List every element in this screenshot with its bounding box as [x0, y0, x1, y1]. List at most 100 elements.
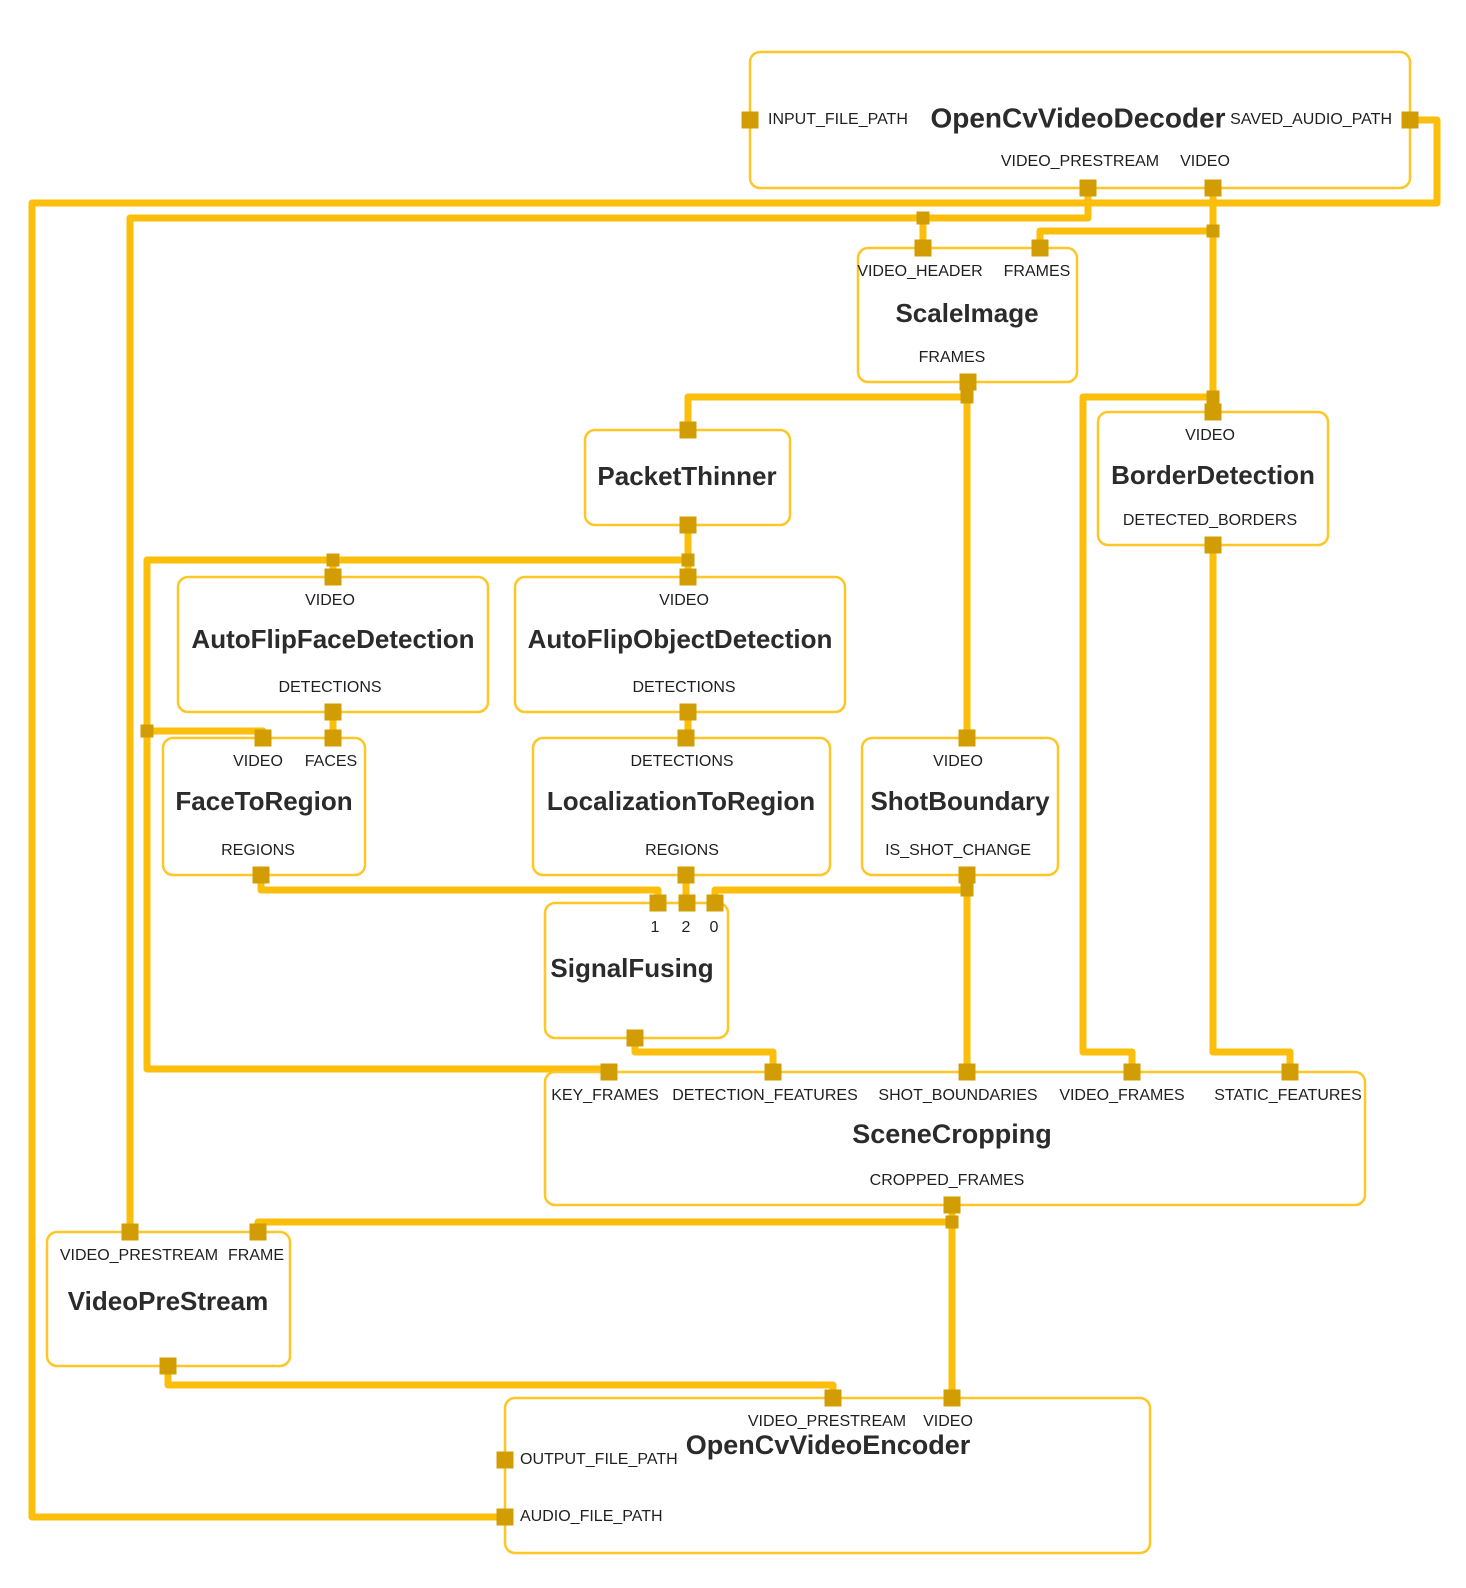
port-label-scene-cropping-video_frames: VIDEO_FRAMES: [1059, 1087, 1184, 1104]
port-label-border-detection-video: VIDEO: [1185, 427, 1235, 444]
port-label-opencv-video-encoder-output_file_path: OUTPUT_FILE_PATH: [520, 1451, 678, 1468]
port-label-autoflip-face-detection-detections: DETECTIONS: [278, 679, 381, 696]
port-opencv-video-decoder-input_file_path: [741, 111, 759, 129]
port-label-border-detection-detected_borders: DETECTED_BORDERS: [1123, 512, 1297, 529]
port-shot-boundary-video: [958, 729, 976, 747]
node-title-signal-fusing: SignalFusing: [550, 953, 713, 983]
edge-frames-to-packet-thinner: [684, 393, 967, 430]
port-autoflip-object-detection-video: [679, 568, 697, 586]
port-label-video-pre-stream-frame: FRAME: [228, 1247, 284, 1264]
edge-junction: [1206, 224, 1220, 238]
port-label-scene-cropping-detection_features: DETECTION_FEATURES: [672, 1087, 858, 1104]
port-label-opencv-video-decoder-saved_audio_path: SAVED_AUDIO_PATH: [1230, 111, 1392, 128]
node-title-scale-image: ScaleImage: [895, 298, 1038, 328]
edge-video-prestream-to-videoprestream: [126, 188, 1092, 1232]
port-label-scene-cropping-shot_boundaries: SHOT_BOUNDARIES: [878, 1087, 1037, 1104]
port-label-signal-fusing-2: 2: [682, 919, 691, 936]
port-opencv-video-encoder-audio_file_path: [496, 1508, 514, 1526]
port-opencv-video-encoder-video: [943, 1389, 961, 1407]
edge-detected-borders-to-static-features: [1209, 545, 1294, 1072]
node-localization-to-region[interactable]: LocalizationToRegion DETECTIONS REGIONS: [531, 729, 832, 884]
port-label-scene-cropping-static_features: STATIC_FEATURES: [1214, 1087, 1362, 1104]
port-label-signal-fusing-1: 1: [651, 919, 660, 936]
node-title-packet-thinner: PacketThinner: [597, 461, 776, 491]
port-label-face-to-region-faces: FACES: [305, 753, 357, 770]
port-shot-boundary-is_shot_change: [958, 866, 976, 884]
node-packet-thinner[interactable]: PacketThinner: [583, 421, 792, 534]
port-label-autoflip-object-detection-detections: DETECTIONS: [632, 679, 735, 696]
port-packet-thinner-out: [679, 516, 697, 534]
port-opencv-video-encoder-output_file_path: [496, 1451, 514, 1469]
port-label-opencv-video-decoder-video: VIDEO: [1180, 153, 1230, 170]
port-label-localization-to-region-detections: DETECTIONS: [630, 753, 733, 770]
edge-junction: [916, 211, 930, 225]
node-title-autoflip-face-detection: AutoFlipFaceDetection: [191, 624, 474, 654]
port-packet-thinner-out: [679, 421, 697, 439]
port-localization-to-region-detections: [677, 729, 695, 747]
port-label-scene-cropping-key_frames: KEY_FRAMES: [551, 1087, 659, 1104]
port-label-autoflip-face-detection-video: VIDEO: [305, 592, 355, 609]
port-autoflip-object-detection-detections: [679, 703, 697, 721]
port-scene-cropping-static_features: [1281, 1063, 1299, 1081]
port-opencv-video-decoder-video: [1204, 179, 1222, 197]
node-signal-fusing[interactable]: SignalFusing 1 2 0: [543, 894, 730, 1047]
port-border-detection-video: [1204, 403, 1222, 421]
port-scene-cropping-video_frames: [1123, 1063, 1141, 1081]
node-shot-boundary[interactable]: ShotBoundary VIDEO IS_SHOT_CHANGE: [860, 729, 1060, 884]
node-title-shot-boundary: ShotBoundary: [870, 786, 1050, 816]
port-label-opencv-video-decoder-video_prestream: VIDEO_PRESTREAM: [1001, 153, 1159, 170]
port-opencv-video-decoder-video_prestream: [1079, 179, 1097, 197]
port-video-pre-stream-out: [159, 1357, 177, 1375]
port-label-shot-boundary-video: VIDEO: [933, 753, 983, 770]
node-border-detection[interactable]: BorderDetection VIDEO DETECTED_BORDERS: [1096, 403, 1330, 554]
port-label-face-to-region-regions: REGIONS: [221, 842, 295, 859]
port-opencv-video-encoder-video_prestream: [824, 1389, 842, 1407]
node-scene-cropping[interactable]: SceneCropping KEY_FRAMES DETECTION_FEATURE…: [543, 1063, 1367, 1214]
port-border-detection-detected_borders: [1204, 536, 1222, 554]
port-face-to-region-video: [254, 729, 272, 747]
port-label-video-pre-stream-video_prestream: VIDEO_PRESTREAM: [60, 1247, 218, 1264]
edge-junction: [326, 553, 340, 567]
node-title-border-detection: BorderDetection: [1111, 460, 1315, 490]
port-scale-image-frames: [1031, 239, 1049, 257]
port-label-signal-fusing-0: 0: [710, 919, 719, 936]
edge-junction: [960, 390, 974, 404]
edge-junction: [140, 724, 154, 738]
node-title-localization-to-region: LocalizationToRegion: [547, 786, 815, 816]
port-label-localization-to-region-regions: REGIONS: [645, 842, 719, 859]
port-label-opencv-video-encoder-video: VIDEO: [923, 1413, 973, 1430]
port-autoflip-face-detection-video: [324, 568, 342, 586]
edge-cropped-frames-to-prestream-frame: [254, 1218, 952, 1232]
port-signal-fusing-out: [626, 1029, 644, 1047]
port-label-shot-boundary-is_shot_change: IS_SHOT_CHANGE: [885, 842, 1031, 859]
node-title-face-to-region: FaceToRegion: [175, 786, 352, 816]
port-scale-image-video_header: [914, 239, 932, 257]
node-autoflip-object-detection[interactable]: AutoFlipObjectDetection VIDEO DETECTIONS: [513, 568, 847, 721]
node-title-autoflip-object-detection: AutoFlipObjectDetection: [528, 624, 833, 654]
node-title-opencv-video-decoder: OpenCvVideoDecoder: [930, 102, 1225, 133]
port-label-opencv-video-encoder-video_prestream: VIDEO_PRESTREAM: [748, 1413, 906, 1430]
edge-salient-to-detection-features: [631, 1038, 777, 1072]
port-face-to-region-faces: [324, 729, 342, 747]
port-signal-fusing-1: [649, 894, 667, 912]
port-autoflip-face-detection-detections: [324, 703, 342, 721]
port-opencv-video-decoder-saved_audio_path: [1401, 111, 1419, 129]
node-title-scene-cropping: SceneCropping: [852, 1119, 1052, 1149]
node-autoflip-face-detection[interactable]: AutoFlipFaceDetection VIDEO DETECTIONS: [176, 568, 490, 721]
port-scene-cropping-detection_features: [764, 1063, 782, 1081]
port-label-autoflip-object-detection-video: VIDEO: [659, 592, 709, 609]
node-title-opencv-video-encoder: OpenCvVideoEncoder: [686, 1430, 971, 1460]
port-label-scale-image-video_header: VIDEO_HEADER: [857, 263, 982, 280]
edge-saved-audio-path-to-audio-file-path: [28, 116, 1441, 1521]
port-label-scene-cropping-cropped_frames: CROPPED_FRAMES: [870, 1172, 1025, 1189]
port-label-opencv-video-encoder-audio_file_path: AUDIO_FILE_PATH: [520, 1508, 663, 1525]
port-video-pre-stream-frame: [249, 1223, 267, 1241]
edge-junction: [681, 553, 695, 567]
port-scene-cropping-cropped_frames: [943, 1196, 961, 1214]
